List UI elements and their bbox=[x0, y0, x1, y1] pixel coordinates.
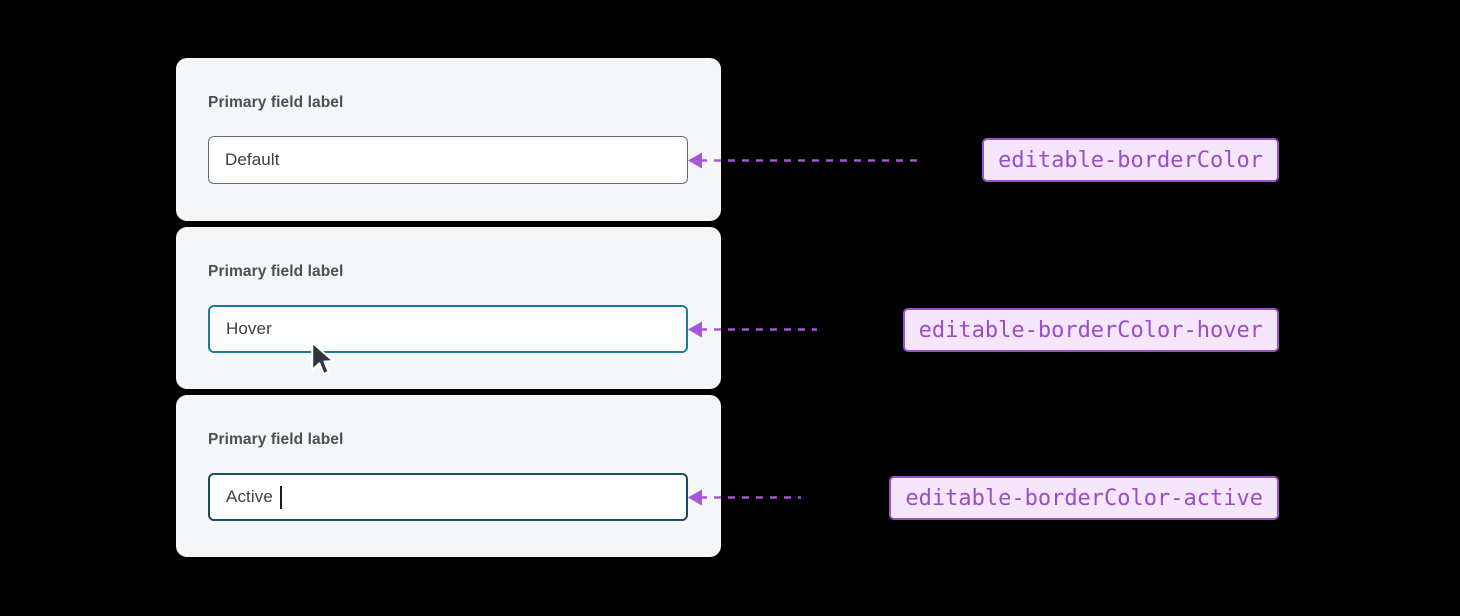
field-card-hover: Primary field label Hover bbox=[176, 227, 721, 389]
text-input-value-active-text: Active bbox=[226, 487, 273, 506]
text-input-value-active: Active bbox=[210, 485, 282, 509]
text-input-value-default: Default bbox=[225, 150, 280, 169]
text-input-default[interactable]: Default bbox=[208, 136, 688, 184]
field-label-active: Primary field label bbox=[208, 431, 344, 448]
field-card-default: Primary field label Default bbox=[176, 58, 721, 221]
text-input-value-hover: Hover bbox=[226, 319, 272, 338]
text-caret-icon bbox=[279, 485, 282, 509]
connector-default bbox=[688, 152, 918, 169]
text-input-active[interactable]: Active bbox=[208, 473, 688, 521]
annotation-chip-hover: editable-borderColor-hover bbox=[902, 308, 1279, 352]
field-card-active: Primary field label Active bbox=[176, 395, 721, 557]
text-input-hover[interactable]: Hover bbox=[208, 305, 688, 353]
annotation-chip-active: editable-borderColor-active bbox=[889, 476, 1279, 520]
field-label-default: Primary field label bbox=[208, 94, 344, 111]
field-label-hover: Primary field label bbox=[208, 263, 344, 280]
annotation-chip-default: editable-borderColor bbox=[982, 138, 1279, 182]
